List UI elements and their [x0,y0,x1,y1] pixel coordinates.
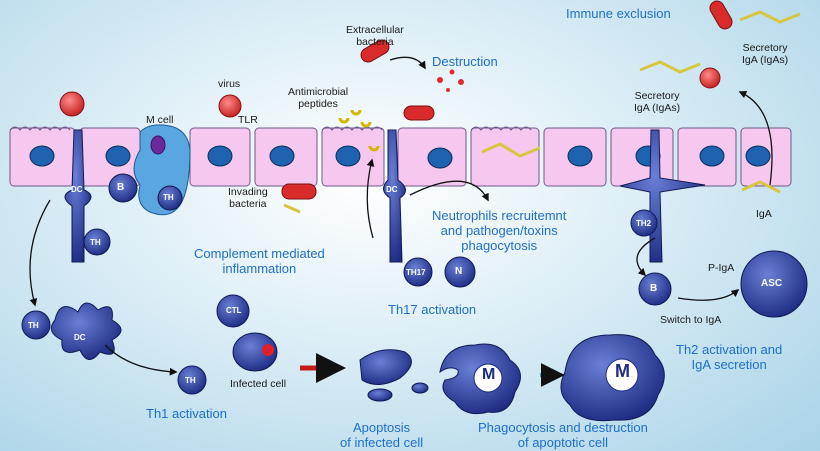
cell-label-b-right: B [650,283,658,294]
bacteria [281,0,733,200]
label-virus: virus [218,78,241,90]
apoptotic-fragments [359,349,429,402]
label-immune-exclusion: Immune exclusion [566,6,671,21]
antimicrobial-peptides [338,109,380,152]
cell-label-n: N [455,266,463,277]
dc-right [619,129,706,263]
cell-label-th17: TH17 [406,268,426,277]
label-destruction: Destruction [432,54,498,69]
dc-middle [383,129,406,263]
cell-label-th-mcell: TH [163,193,174,202]
cell-label-asc: ASC [761,278,783,289]
cell-label-dc-lower: DC [74,333,86,342]
label-switch-to-iga: Switch to IgA [660,314,722,326]
destruction-debris [437,69,464,92]
infected-cell-body [232,332,278,372]
label-th1-activation: Th1 activation [146,406,227,421]
m-cell-nucleus [150,135,166,155]
viruses [59,67,721,118]
dc-lower [50,302,122,360]
immune-cells [21,173,808,395]
label-iga: IgA [756,208,772,220]
cell-label-dc-middle: DC [386,185,398,194]
cell-label-m-1: M [482,366,496,383]
cell-label-th-left: TH [90,238,101,247]
label-infected-cell: Infected cell [230,378,287,390]
label-tlr: TLR [238,114,258,126]
label-th17-activation: Th17 activation [388,302,477,317]
label-p-iga: P-IgA [708,262,735,274]
cell-label-dc-left: DC [71,185,83,194]
epithelium-layer [9,126,792,187]
antibodies [283,10,801,214]
cell-label-th2: TH2 [636,219,652,228]
cell-label-b-left: B [117,182,125,193]
dc-left [64,129,92,263]
virus-particle [262,344,274,356]
cell-label-ctl: CTL [226,306,242,315]
cell-label-th-th1: TH [185,376,196,385]
label-m-cell: M cell [146,114,174,126]
arrows [29,56,773,387]
cell-label-m-2: M [615,361,630,381]
cell-label-th-lower: TH [28,321,39,330]
